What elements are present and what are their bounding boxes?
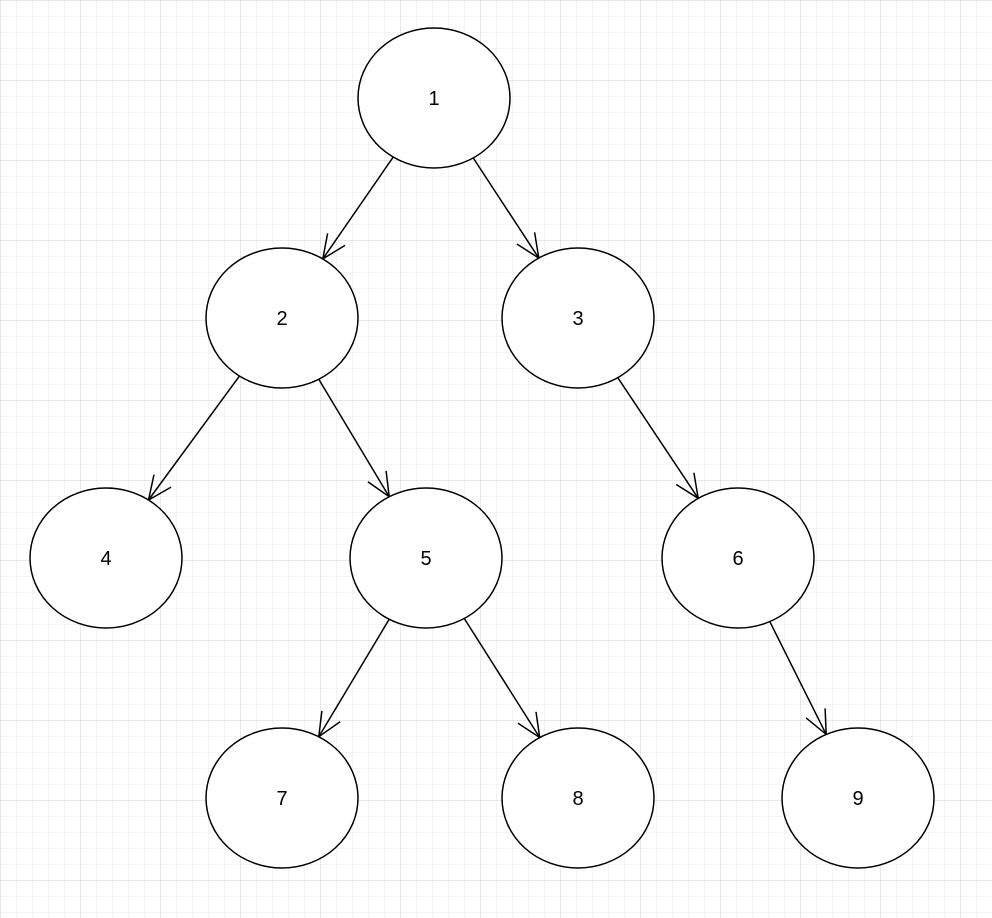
node-ellipse[interactable] [205, 247, 359, 389]
nodes-layer: 1 2 3 4 5 6 7 8 9 [29, 27, 935, 869]
node-label: 4 [100, 548, 111, 570]
node-4[interactable]: 4 [29, 487, 183, 629]
edge-line [322, 156, 394, 260]
node-label: 8 [572, 788, 583, 810]
node-ellipse[interactable] [781, 727, 935, 869]
node-label: 5 [420, 548, 431, 570]
edge-line [318, 618, 390, 738]
node-3[interactable]: 3 [501, 247, 655, 389]
edge-line [617, 377, 699, 499]
node-ellipse[interactable] [349, 487, 503, 629]
node-ellipse[interactable] [29, 487, 183, 629]
edge-line [472, 157, 540, 259]
node-label: 3 [572, 308, 583, 330]
edge-line [463, 618, 541, 738]
node-1[interactable]: 1 [357, 27, 511, 169]
node-6[interactable]: 6 [661, 487, 815, 629]
node-label: 6 [732, 548, 743, 570]
edge-line [147, 375, 241, 501]
edge-line [769, 621, 827, 735]
node-label: 1 [428, 88, 439, 110]
node-8[interactable]: 8 [501, 727, 655, 869]
node-5[interactable]: 5 [349, 487, 503, 629]
node-ellipse[interactable] [501, 727, 655, 869]
node-label: 7 [276, 788, 287, 810]
node-ellipse[interactable] [501, 247, 655, 389]
node-label: 9 [852, 788, 863, 810]
node-7[interactable]: 7 [205, 727, 359, 869]
node-ellipse[interactable] [205, 727, 359, 869]
node-ellipse[interactable] [661, 487, 815, 629]
node-2[interactable]: 2 [205, 247, 359, 389]
edge-line [318, 378, 390, 498]
node-9[interactable]: 9 [781, 727, 935, 869]
node-label: 2 [276, 308, 287, 330]
node-ellipse[interactable] [357, 27, 511, 169]
